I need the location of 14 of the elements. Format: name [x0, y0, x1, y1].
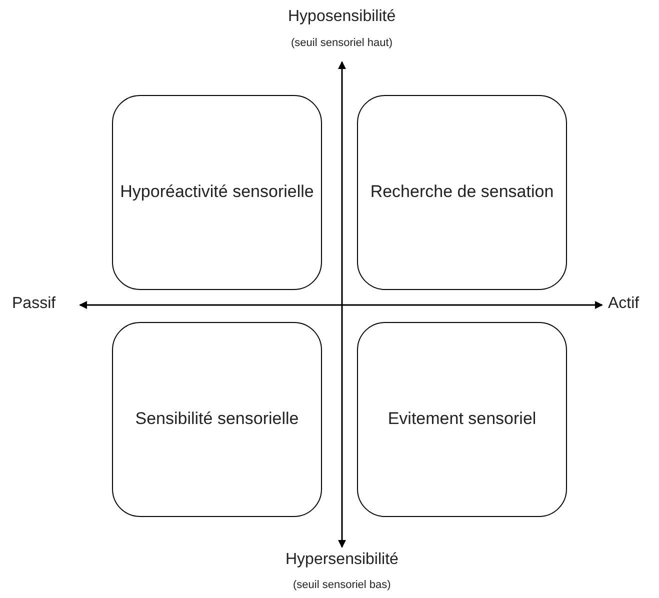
quadrant-box: [357, 95, 567, 290]
quadrant-label: Evitement sensoriel: [388, 408, 536, 430]
axis-label: Hyposensibilité: [288, 8, 396, 26]
quadrant-box: [112, 322, 322, 517]
quadrant-label: Hyporéactivité sensorielle: [120, 181, 314, 204]
quadrant-box: [357, 322, 567, 517]
axis-label: Actif: [608, 295, 640, 313]
quadrant-label: Recherche de sensation: [370, 181, 554, 204]
axis-note: (seuil sensoriel bas): [293, 579, 391, 591]
axis-label: Hypersensibilité: [286, 551, 398, 569]
axis-note: (seuil sensoriel haut): [291, 37, 392, 49]
quadrant-label: Sensibilité sensorielle: [135, 408, 299, 430]
quadrant-box: [112, 95, 322, 290]
axis-label: Passif: [12, 295, 56, 313]
